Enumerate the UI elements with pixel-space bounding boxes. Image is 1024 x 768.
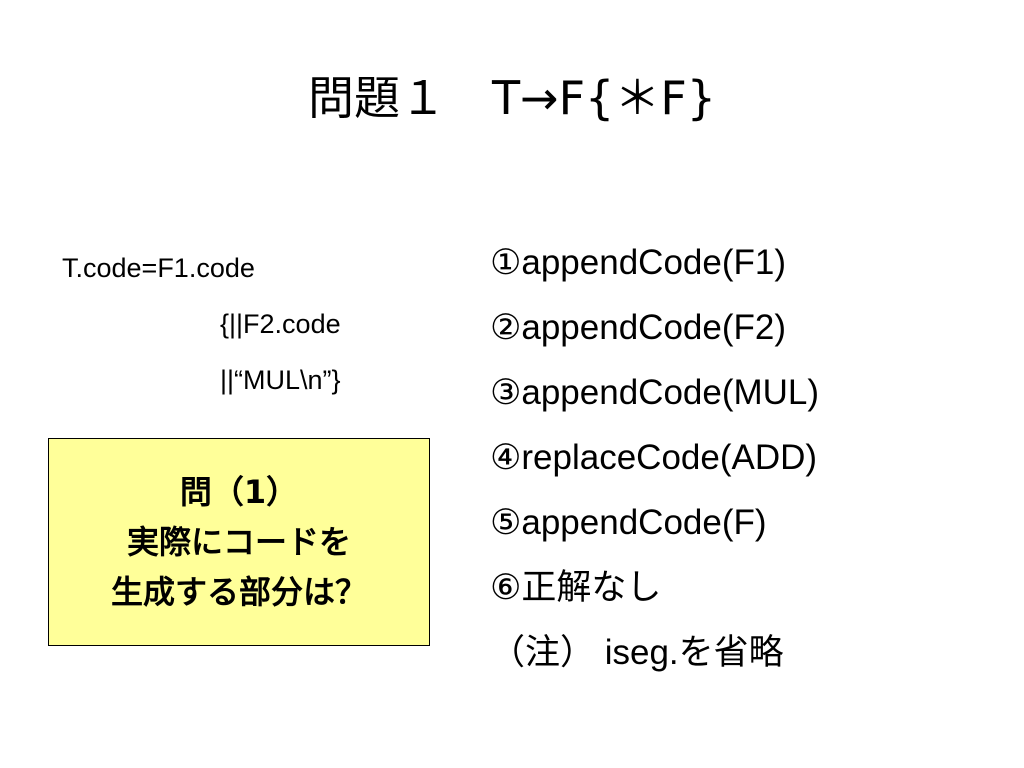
- question-line-3: 生成する部分は？: [110, 573, 367, 611]
- code-line-1: T.code=F1.code: [62, 253, 255, 283]
- option-3: ③appendCode(MUL): [490, 373, 820, 412]
- option-1: ①appendCode(F1): [490, 243, 786, 282]
- answer-options-list: ①appendCode(F1) ②appendCode(F2) ③appendC…: [490, 230, 1010, 685]
- code-line-3: ||“MUL\n”}: [220, 365, 341, 395]
- option-4: ④replaceCode(ADD): [490, 438, 818, 477]
- option-2: ②appendCode(F2): [490, 308, 786, 347]
- question-box: 問（1） 実際にコードを 生成する部分は？: [48, 438, 430, 646]
- question-line-1: 問（1）: [179, 473, 299, 511]
- option-5: ⑤appendCode(F): [490, 503, 767, 542]
- code-line-2: {||F2.code: [220, 309, 341, 339]
- option-6: ⑥正解なし: [490, 568, 662, 607]
- question-line-2: 実際にコードを: [126, 523, 351, 561]
- slide-title: 問題１ T→F{＊F}: [307, 71, 717, 125]
- note-line: （注） iseg.を省略: [490, 633, 784, 672]
